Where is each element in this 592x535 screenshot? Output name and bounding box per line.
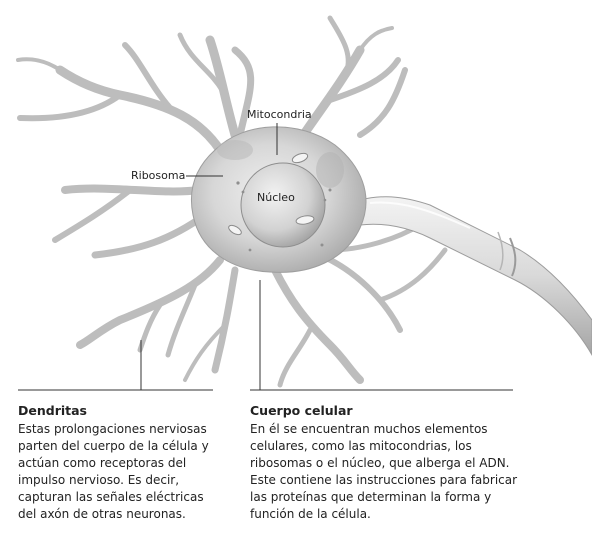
mitochondria-shapes (228, 152, 315, 236)
label-ribosome: Ribosoma (131, 169, 186, 182)
caption-cell-body: Cuerpo celular En él se encuentran mucho… (250, 402, 518, 523)
caption-dendrites: Dendritas Estas prolongaciones nerviosas… (18, 402, 218, 523)
nucleus (240, 162, 326, 248)
caption-dendrites-text: Estas prolongaciones nerviosas parten de… (18, 422, 209, 521)
leader-lines (18, 123, 513, 391)
label-nucleus: Núcleo (257, 191, 295, 204)
dendrites (16, 15, 448, 388)
caption-dendrites-title: Dendritas (18, 403, 88, 418)
ribosome-dots (236, 181, 332, 252)
caption-cell-body-title: Cuerpo celular (250, 403, 353, 418)
neuron-illustration (16, 15, 592, 391)
caption-cell-body-text: En él se encuentran muchos elementos cel… (250, 422, 518, 521)
axon (359, 196, 592, 357)
label-mitochondria: Mitocondria (247, 108, 312, 121)
